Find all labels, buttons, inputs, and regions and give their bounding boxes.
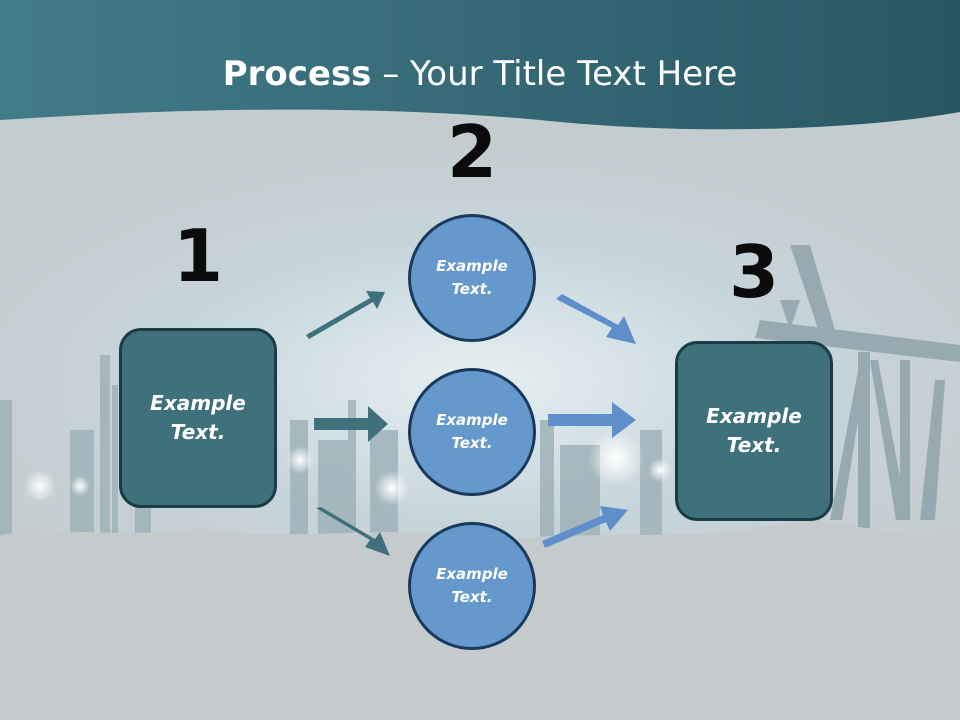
step-number-2: 2 xyxy=(446,110,498,194)
header-wave xyxy=(0,0,960,130)
circle-bottom-line1: Example xyxy=(436,565,508,583)
step-number-1: 1 xyxy=(172,214,224,298)
step-number-3: 3 xyxy=(728,230,780,314)
circle-top-line1: Example xyxy=(436,257,508,275)
pump-jack-silhouette xyxy=(755,245,960,532)
arrow-mid-to-right xyxy=(548,402,636,438)
arrow-left-to-top xyxy=(306,291,385,339)
circle-top-line2: Text. xyxy=(451,280,493,298)
title-rest: – Your Title Text Here xyxy=(371,54,738,94)
circle-bottom-line2: Text. xyxy=(451,588,493,606)
step-3-box-line1: Example xyxy=(706,404,802,428)
arrow-bottom-to-right xyxy=(542,506,628,548)
circle-mid-line1: Example xyxy=(436,411,508,429)
title-bold: Process xyxy=(222,54,372,94)
city-lights xyxy=(24,430,672,506)
arrow-left-to-bottom xyxy=(316,507,390,556)
step-1-box-line2: Text. xyxy=(170,420,226,444)
circle-mid-line2: Text. xyxy=(451,434,493,452)
slide-title: Process – Your Title Text Here xyxy=(0,52,960,96)
arrow-left-to-mid xyxy=(314,406,388,442)
step-3-box-line2: Text. xyxy=(726,433,782,457)
arrow-top-to-right xyxy=(556,294,636,344)
step-1-box-line1: Example xyxy=(150,391,246,415)
